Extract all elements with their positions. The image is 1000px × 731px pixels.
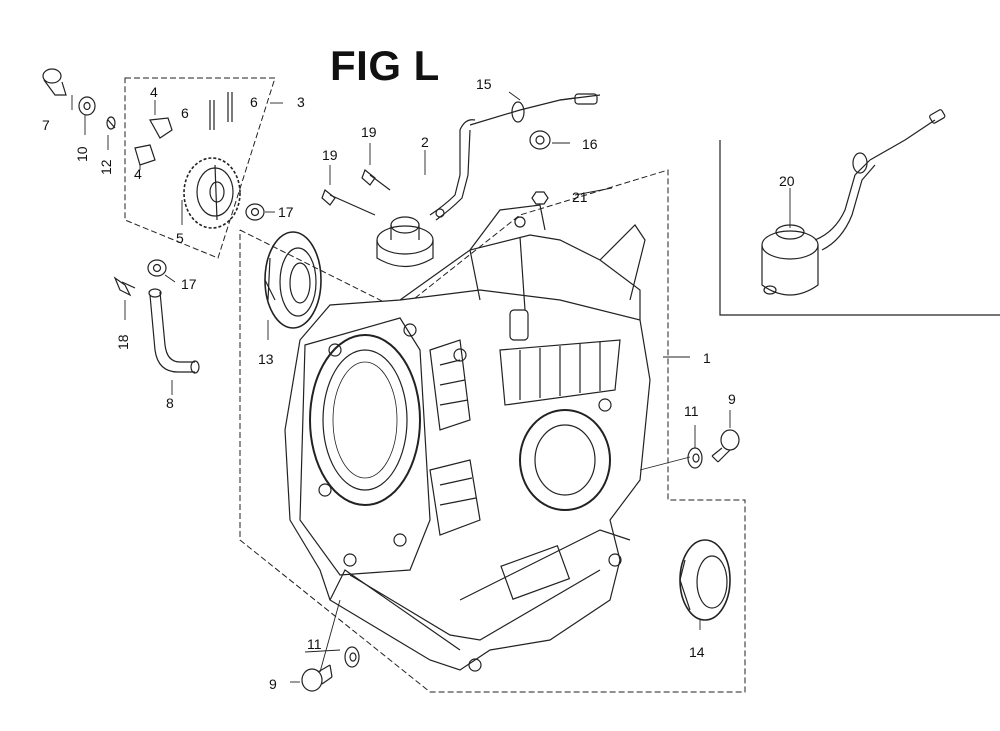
callout-9b: 9 — [269, 676, 277, 692]
leader-lines — [71, 91, 791, 683]
callout-11a: 11 — [684, 403, 699, 419]
callout-21: 21 — [572, 189, 588, 205]
drain-bolt-9-right — [711, 429, 740, 463]
washer-11-left — [344, 646, 360, 668]
callout-6b: 6 — [250, 94, 258, 110]
pins-6 — [209, 92, 233, 130]
callout-8: 8 — [166, 395, 174, 411]
governor-gear-5 — [183, 157, 241, 229]
callout-19b: 19 — [322, 147, 338, 163]
callout-4a: 4 — [150, 84, 158, 100]
callout-5: 5 — [176, 230, 184, 246]
oil-sensor-20 — [761, 109, 946, 296]
bearing-13 — [264, 231, 322, 329]
connector-15 — [511, 93, 598, 123]
callout-12: 12 — [98, 159, 114, 175]
callout-17b: 17 — [181, 276, 197, 292]
callout-9a: 9 — [728, 391, 736, 407]
callout-19a: 19 — [361, 124, 377, 140]
breather-tube-8 — [148, 288, 200, 374]
callout-7: 7 — [42, 117, 50, 133]
governor-weights-4 — [134, 117, 173, 166]
callout-17a: 17 — [278, 204, 294, 220]
drain-bolt-9-left — [301, 664, 333, 692]
grommet-16 — [529, 130, 551, 150]
bolts-19 — [321, 169, 391, 216]
callout-4b: 4 — [134, 166, 142, 182]
oil-sensor-2 — [376, 94, 601, 268]
cap-7 — [42, 68, 67, 96]
oil-pump-group-outline — [124, 77, 276, 259]
callout-3: 3 — [297, 94, 305, 110]
callout-6a: 6 — [181, 105, 189, 121]
callout-20: 20 — [779, 173, 795, 189]
nuts-17 — [147, 203, 265, 277]
nut-21 — [531, 191, 549, 205]
callout-18: 18 — [115, 334, 131, 350]
crankcase-group-outline — [239, 169, 746, 693]
callout-13: 13 — [258, 351, 274, 367]
crankcase-body — [284, 204, 651, 672]
callout-16: 16 — [582, 136, 598, 152]
inset-frame — [719, 140, 1000, 316]
clip-18 — [113, 276, 136, 297]
callout-2: 2 — [421, 134, 429, 150]
pin-12 — [106, 116, 116, 130]
figure-title: FIG L — [330, 42, 440, 89]
washer-10 — [78, 96, 96, 116]
callout-14: 14 — [689, 644, 705, 660]
callout-1: 1 — [703, 350, 711, 366]
callout-10: 10 — [74, 146, 90, 162]
callout-11b: 11 — [307, 636, 322, 652]
callout-15: 15 — [476, 76, 492, 92]
oil-seal-14 — [679, 539, 731, 621]
washer-11-right — [687, 447, 703, 469]
